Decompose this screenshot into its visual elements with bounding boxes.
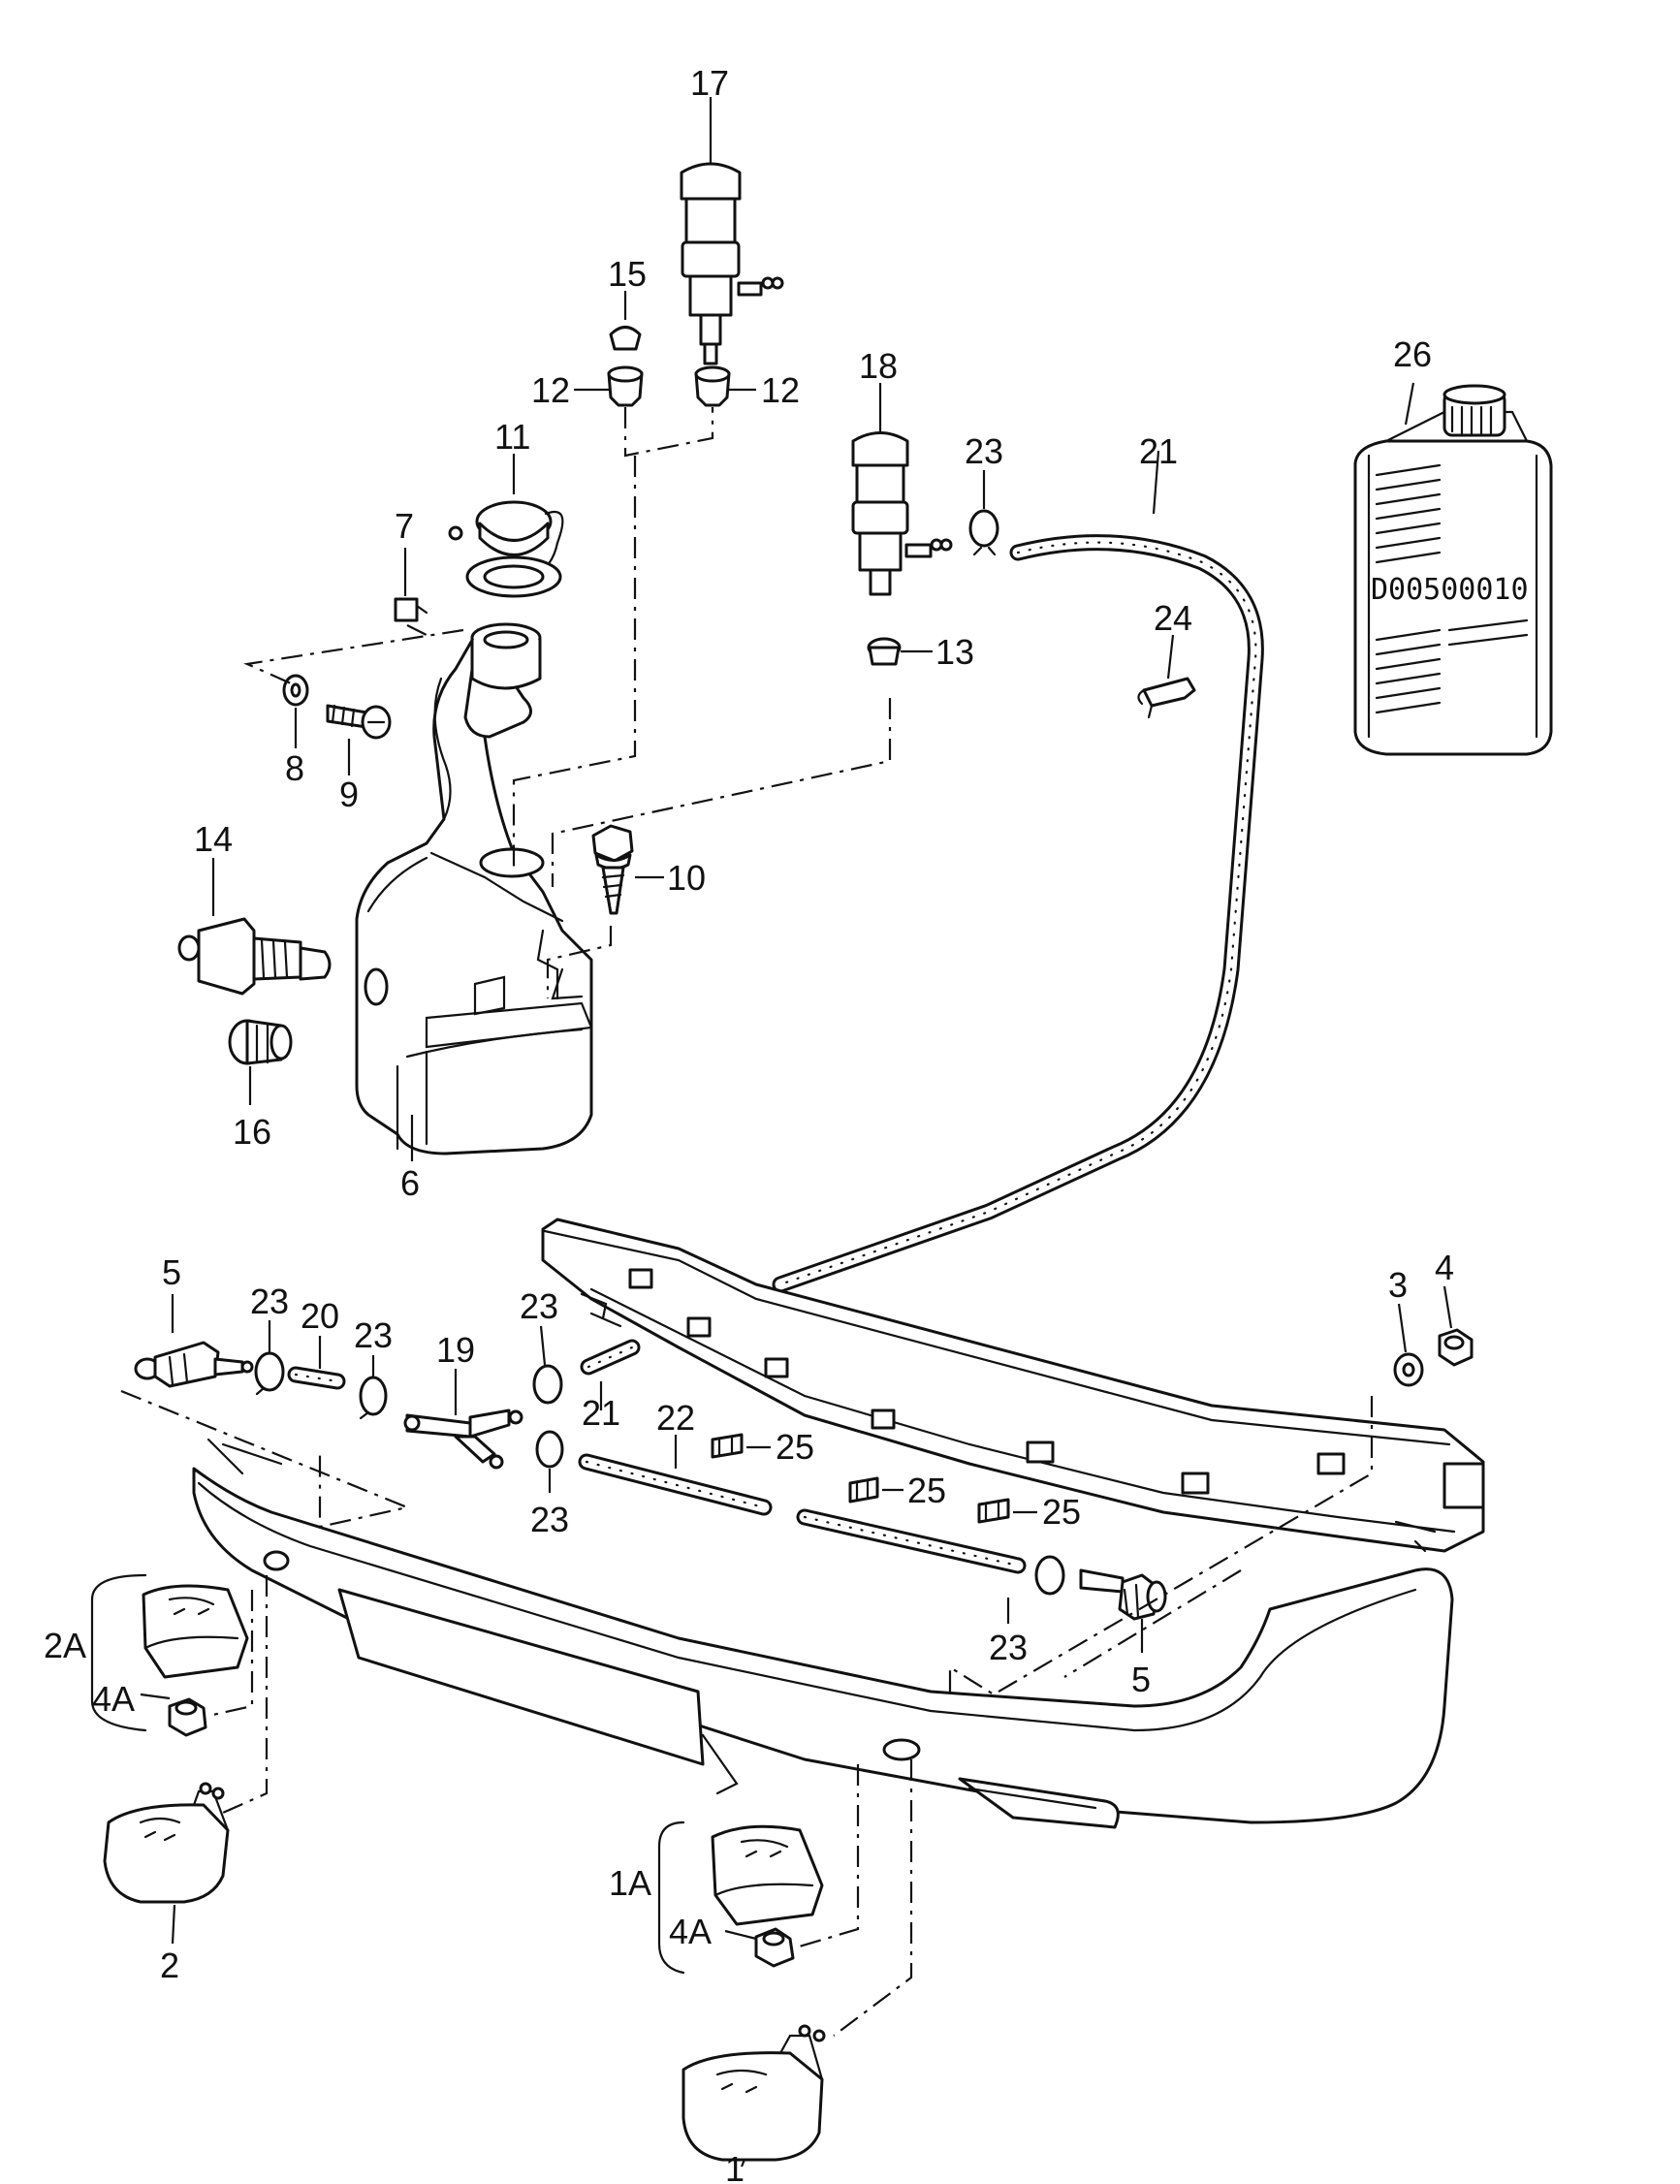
washer-reservoir-6 [355, 628, 593, 1155]
washer-fluid-bottle-26: D00500010 [1353, 384, 1553, 756]
label-16: 16 [233, 1112, 271, 1152]
bracket-1 [682, 2024, 826, 2162]
washer-8 [282, 674, 309, 707]
label-18: 18 [859, 346, 898, 386]
label-24: 24 [1154, 598, 1192, 638]
reservoir-neck [463, 622, 542, 739]
clamp-23-left-b [359, 1376, 388, 1420]
leader-lines [140, 97, 1453, 2168]
label-25-c: 25 [1042, 1492, 1081, 1532]
label-6: 6 [400, 1163, 420, 1203]
cover-2a [142, 1584, 249, 1679]
bumper-cover [192, 1438, 1454, 1829]
clamp-23-top [968, 509, 999, 556]
grommet-12-left [607, 365, 644, 407]
label-17: 17 [690, 63, 729, 103]
screw-9 [326, 704, 392, 740]
label-4a-left: 4A [92, 1679, 135, 1719]
label-11: 11 [494, 417, 530, 457]
label-22: 22 [656, 1398, 695, 1438]
label-21-mid: 21 [582, 1393, 620, 1433]
hose-22-b [796, 1508, 1027, 1574]
label-10: 10 [667, 858, 706, 898]
spray-nozzle-5-left [134, 1341, 254, 1388]
label-14: 14 [194, 819, 233, 859]
label-15: 15 [608, 254, 647, 294]
label-4a-right: 4A [669, 1912, 712, 1951]
label-5-right: 5 [1131, 1660, 1151, 1699]
nut-4a-right [754, 1927, 795, 1968]
bolt-10 [591, 824, 634, 915]
label-12-right: 12 [761, 370, 800, 410]
bumper-carrier [541, 1218, 1485, 1553]
spray-nozzle-5-right [1079, 1568, 1167, 1621]
clamp-23-tee-bottom [535, 1430, 564, 1469]
label-1a: 1A [609, 1863, 651, 1903]
hose-22-a [578, 1453, 773, 1516]
label-2a: 2A [44, 1626, 86, 1665]
bracket-brace-left [90, 1573, 147, 1732]
hose-21-long [772, 534, 1264, 1293]
label-19: 19 [436, 1330, 475, 1370]
label-5-left: 5 [162, 1252, 181, 1292]
clamp-23-tee-top [532, 1364, 563, 1405]
filler-cap-11 [448, 500, 564, 598]
bottle-part-code: D00500010 [1371, 573, 1529, 607]
label-7: 7 [395, 506, 414, 546]
hose-clip-25-b [848, 1476, 879, 1503]
label-8: 8 [285, 748, 304, 788]
bracket-2 [103, 1782, 230, 1904]
label-2: 2 [160, 1946, 179, 1985]
plug-15 [609, 326, 642, 351]
nut-4a-left [168, 1697, 207, 1737]
clip-24 [1137, 677, 1196, 719]
label-3: 3 [1388, 1265, 1408, 1305]
label-25-a: 25 [776, 1427, 814, 1467]
grommet-16 [228, 1019, 293, 1065]
label-25-b: 25 [907, 1471, 946, 1510]
label-13: 13 [935, 632, 974, 672]
bottle-hatching [1375, 463, 1529, 714]
label-23-b: 23 [354, 1315, 393, 1355]
center-lines [120, 407, 1374, 2037]
clamp-23-left-a [254, 1351, 285, 1396]
hose-21-short [580, 1339, 641, 1376]
washer-pump-17 [680, 139, 784, 365]
label-23-a: 23 [250, 1282, 289, 1321]
label-1: 1 [725, 2149, 745, 2184]
grommet-13 [867, 637, 902, 666]
label-21-top: 21 [1139, 431, 1178, 471]
label-23-c: 23 [520, 1286, 558, 1326]
label-4: 4 [1435, 1248, 1454, 1287]
label-20: 20 [301, 1296, 339, 1336]
label-23-top: 23 [965, 431, 1003, 471]
label-9: 9 [339, 775, 359, 814]
hose-clip-25-c [977, 1498, 1010, 1524]
label-12-left: 12 [531, 370, 570, 410]
bracket-brace-right [657, 1820, 685, 1975]
part-labels: 17 15 12 12 18 13 11 7 8 9 10 14 16 6 23… [44, 63, 1454, 2184]
hose-clip-25-a [711, 1433, 744, 1459]
clip-7 [394, 597, 428, 622]
label-23-d: 23 [530, 1500, 569, 1539]
label-23-e: 23 [989, 1628, 1028, 1667]
level-sensor-14 [177, 917, 332, 996]
washer-pump-18 [851, 405, 953, 596]
label-26: 26 [1393, 334, 1432, 374]
clamp-23-right [1034, 1555, 1065, 1596]
nut-4 [1438, 1328, 1474, 1367]
cover-1a [711, 1824, 824, 1926]
t-piece-19 [403, 1409, 523, 1470]
hose-20 [287, 1366, 346, 1390]
grommet-12-right [694, 365, 731, 407]
washer-3 [1393, 1352, 1424, 1387]
